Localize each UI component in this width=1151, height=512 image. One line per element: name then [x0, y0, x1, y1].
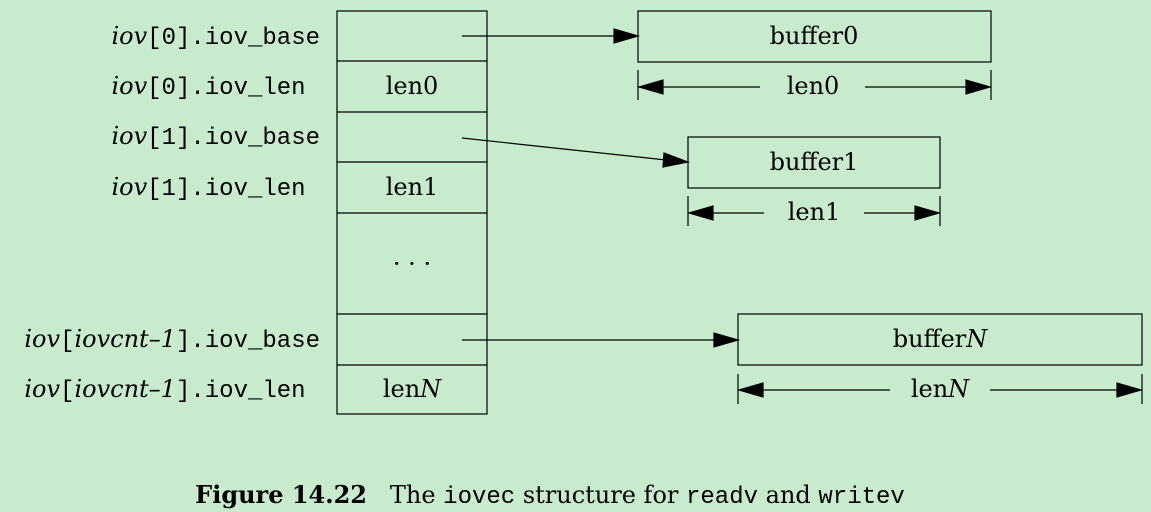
arrowhead-icon [686, 205, 714, 221]
pointer-arrows [461, 28, 741, 348]
arrowhead-icon [736, 382, 764, 398]
row-label-4: iov[iovcnt–1].iov_base [24, 325, 320, 355]
cell-lenN: lenN [383, 375, 442, 403]
buffer0-label: buffer0 [770, 22, 859, 50]
iovec-array [336, 10, 488, 415]
row-label-3: iov[1].iov_len [111, 173, 320, 203]
row-label-2: iov[1].iov_base [111, 122, 320, 152]
row-label-1: iov[0].iov_len [111, 72, 320, 102]
ellipsis: · · · [393, 250, 431, 278]
arrowhead-icon [662, 152, 691, 168]
length-labels: len0 len1 lenN [787, 72, 970, 403]
buffer1-box [687, 136, 941, 189]
bufferN-label: bufferN [893, 325, 989, 353]
arrowhead-icon [914, 205, 942, 221]
bufferN-box [737, 313, 1143, 366]
row-label-0: iov[0].iov_base [111, 22, 320, 52]
buffers: buffer0 buffer1 bufferN [637, 10, 1143, 366]
row-label-5: iov[iovcnt–1].iov_len [24, 375, 320, 405]
buffer0-box [637, 10, 992, 63]
pointer-line-1 [461, 137, 667, 161]
cell-len1: len1 [386, 173, 439, 201]
length-dimensions [636, 70, 1144, 404]
row-labels: iov[0].iov_base iov[0].iov_len iov[1].io… [24, 22, 320, 405]
lenN-label: lenN [911, 375, 970, 403]
cell-len0: len0 [386, 72, 439, 100]
arrowhead-icon [636, 79, 664, 95]
arrowhead-icon [613, 28, 641, 44]
len0-label: len0 [787, 72, 840, 100]
len1-label: len1 [788, 198, 841, 226]
figure-caption: Figure 14.22 The iovec structure for rea… [195, 480, 905, 511]
arrowhead-icon [965, 79, 993, 95]
buffer1-label: buffer1 [770, 148, 859, 176]
array-cells: len0 len1 · · · lenN [383, 72, 442, 403]
arrowhead-icon [713, 332, 741, 348]
arrowhead-icon [1116, 382, 1144, 398]
